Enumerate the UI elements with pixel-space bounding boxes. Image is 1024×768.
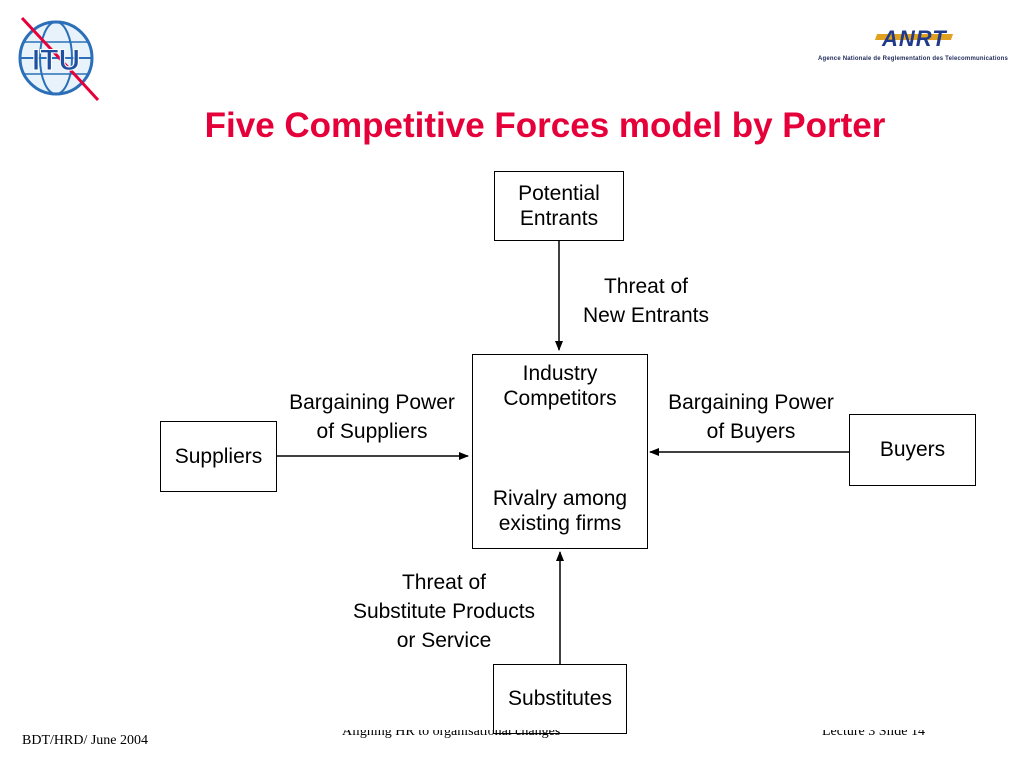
threat-substitutes-line-1: Threat of (401, 571, 487, 594)
bargaining-suppliers-label: Bargaining Power of Suppliers (272, 388, 472, 446)
footer-slide-number: Lecture 3 Slide 14 (822, 724, 926, 739)
anrt-logo: ANRT Agence Nationale de Reglementation … (818, 26, 1024, 72)
rivalry-line-1: Rivalry among (492, 486, 628, 510)
bargaining-suppliers-line-1: Bargaining Power (289, 391, 455, 414)
industry-competitors-box: Industry Competitors Rivalry among exist… (472, 354, 648, 549)
threat-substitutes-line-2: Substitute Products (352, 600, 536, 623)
threat-new-entrants-label: Threat of New Entrants (566, 272, 726, 330)
slide-title: Five Competitive Forces model by Porter (204, 106, 886, 145)
buyers-box: Buyers (849, 414, 976, 486)
itu-logo-text: ITU (32, 44, 80, 77)
threat-substitutes-line-3: or Service (396, 629, 492, 652)
potential-entrants-box: Potential Entrants (494, 171, 624, 241)
potential-entrants-line-1: Potential (518, 181, 600, 205)
substitutes-box: Substitutes (493, 664, 627, 734)
anrt-subtitle: Agence Nationale de Reglementation des T… (818, 56, 1008, 62)
potential-entrants-line-2: Entrants (519, 207, 599, 230)
rivalry-line-2: existing firms (498, 511, 622, 535)
industry-competitors-line-1: Industry (522, 362, 598, 385)
footer-date: BDT/HRD/ June 2004 (22, 733, 148, 748)
bargaining-buyers-label: Bargaining Power of Buyers (650, 388, 852, 446)
industry-competitors-line-2: Competitors (503, 387, 617, 411)
threat-new-entrants-line-1: Threat of (603, 275, 689, 298)
anrt-wordmark: ANRT (874, 26, 954, 52)
substitutes-label: Substitutes (508, 687, 612, 711)
suppliers-label: Suppliers (174, 444, 263, 468)
bargaining-buyers-line-2: of Buyers (706, 420, 796, 443)
suppliers-box: Suppliers (160, 421, 277, 492)
buyers-label: Buyers (879, 438, 946, 462)
threat-new-entrants-line-2: New Entrants (582, 304, 710, 327)
bargaining-buyers-line-1: Bargaining Power (668, 391, 834, 414)
footer-course-title: Aligning HR to organisational changes (342, 724, 561, 739)
bargaining-suppliers-line-2: of Suppliers (316, 420, 428, 443)
itu-logo: ITU (18, 16, 100, 102)
threat-substitutes-label: Threat of Substitute Products or Service (330, 568, 558, 655)
